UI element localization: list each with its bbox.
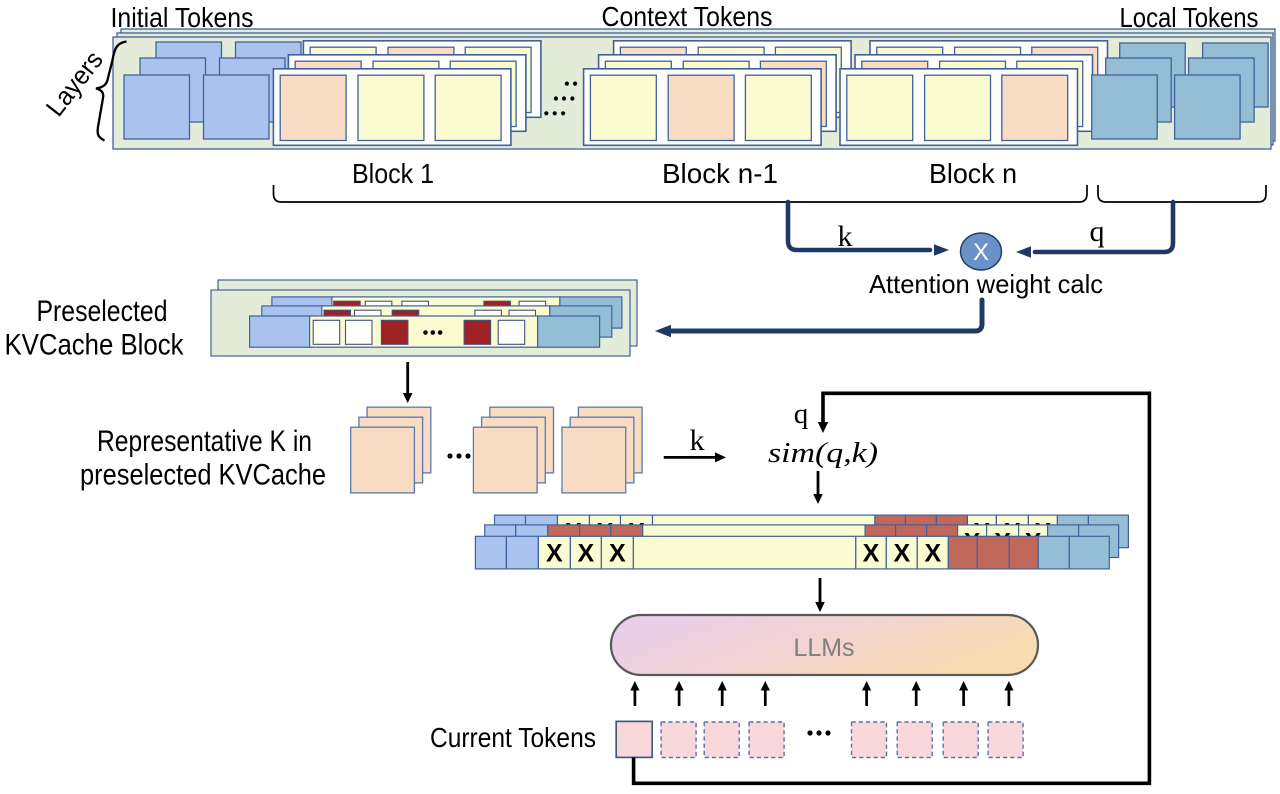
svg-text:Representative K in: Representative K in — [97, 425, 312, 458]
svg-text:Attention weight calc: Attention weight calc — [869, 269, 1103, 299]
svg-text:Block 1: Block 1 — [352, 158, 434, 189]
svg-text:X: X — [578, 540, 595, 568]
svg-text:X: X — [924, 540, 941, 568]
svg-text:Initial Tokens: Initial Tokens — [111, 2, 254, 33]
svg-text:Block n-1: Block n-1 — [662, 158, 778, 189]
svg-text:q: q — [794, 398, 809, 430]
svg-text:LLMs: LLMs — [793, 634, 854, 662]
svg-text:preselected KVCache: preselected KVCache — [80, 459, 326, 492]
svg-text:k: k — [690, 424, 705, 457]
svg-text:Preselected: Preselected — [37, 295, 168, 328]
svg-text:X: X — [973, 239, 989, 266]
svg-text:Local Tokens: Local Tokens — [1120, 2, 1259, 33]
svg-text:KVCache Block: KVCache Block — [5, 329, 185, 362]
svg-text:X: X — [893, 540, 910, 568]
svg-text:Current Tokens: Current Tokens — [430, 722, 596, 753]
svg-text:k: k — [838, 220, 853, 253]
svg-text:X: X — [609, 540, 626, 568]
svg-text:q: q — [1090, 215, 1105, 248]
svg-text:X: X — [546, 540, 563, 568]
svg-text:Context Tokens: Context Tokens — [602, 1, 773, 32]
svg-text:X: X — [863, 540, 880, 568]
svg-text:sim(q,k): sim(q,k) — [768, 437, 878, 469]
svg-text:Block n: Block n — [929, 158, 1017, 189]
